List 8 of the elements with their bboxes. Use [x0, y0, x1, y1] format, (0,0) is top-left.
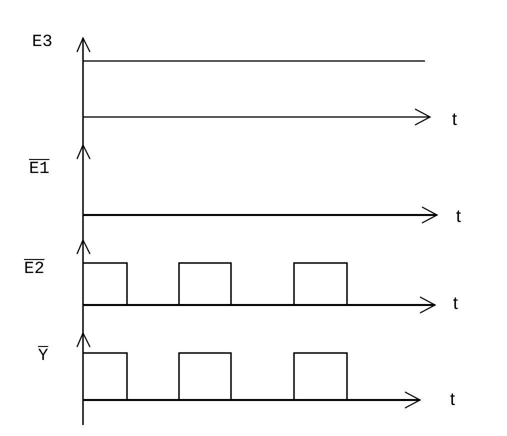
axis-label: t — [453, 294, 458, 312]
axis-label: t — [450, 390, 456, 408]
signal-label: E2 — [24, 261, 44, 279]
axis-label: t — [452, 110, 458, 128]
signal-label: Y — [38, 348, 48, 366]
axis-label: t — [456, 207, 462, 225]
signal-label: E1 — [29, 161, 50, 179]
signal-label: E3 — [32, 34, 52, 52]
